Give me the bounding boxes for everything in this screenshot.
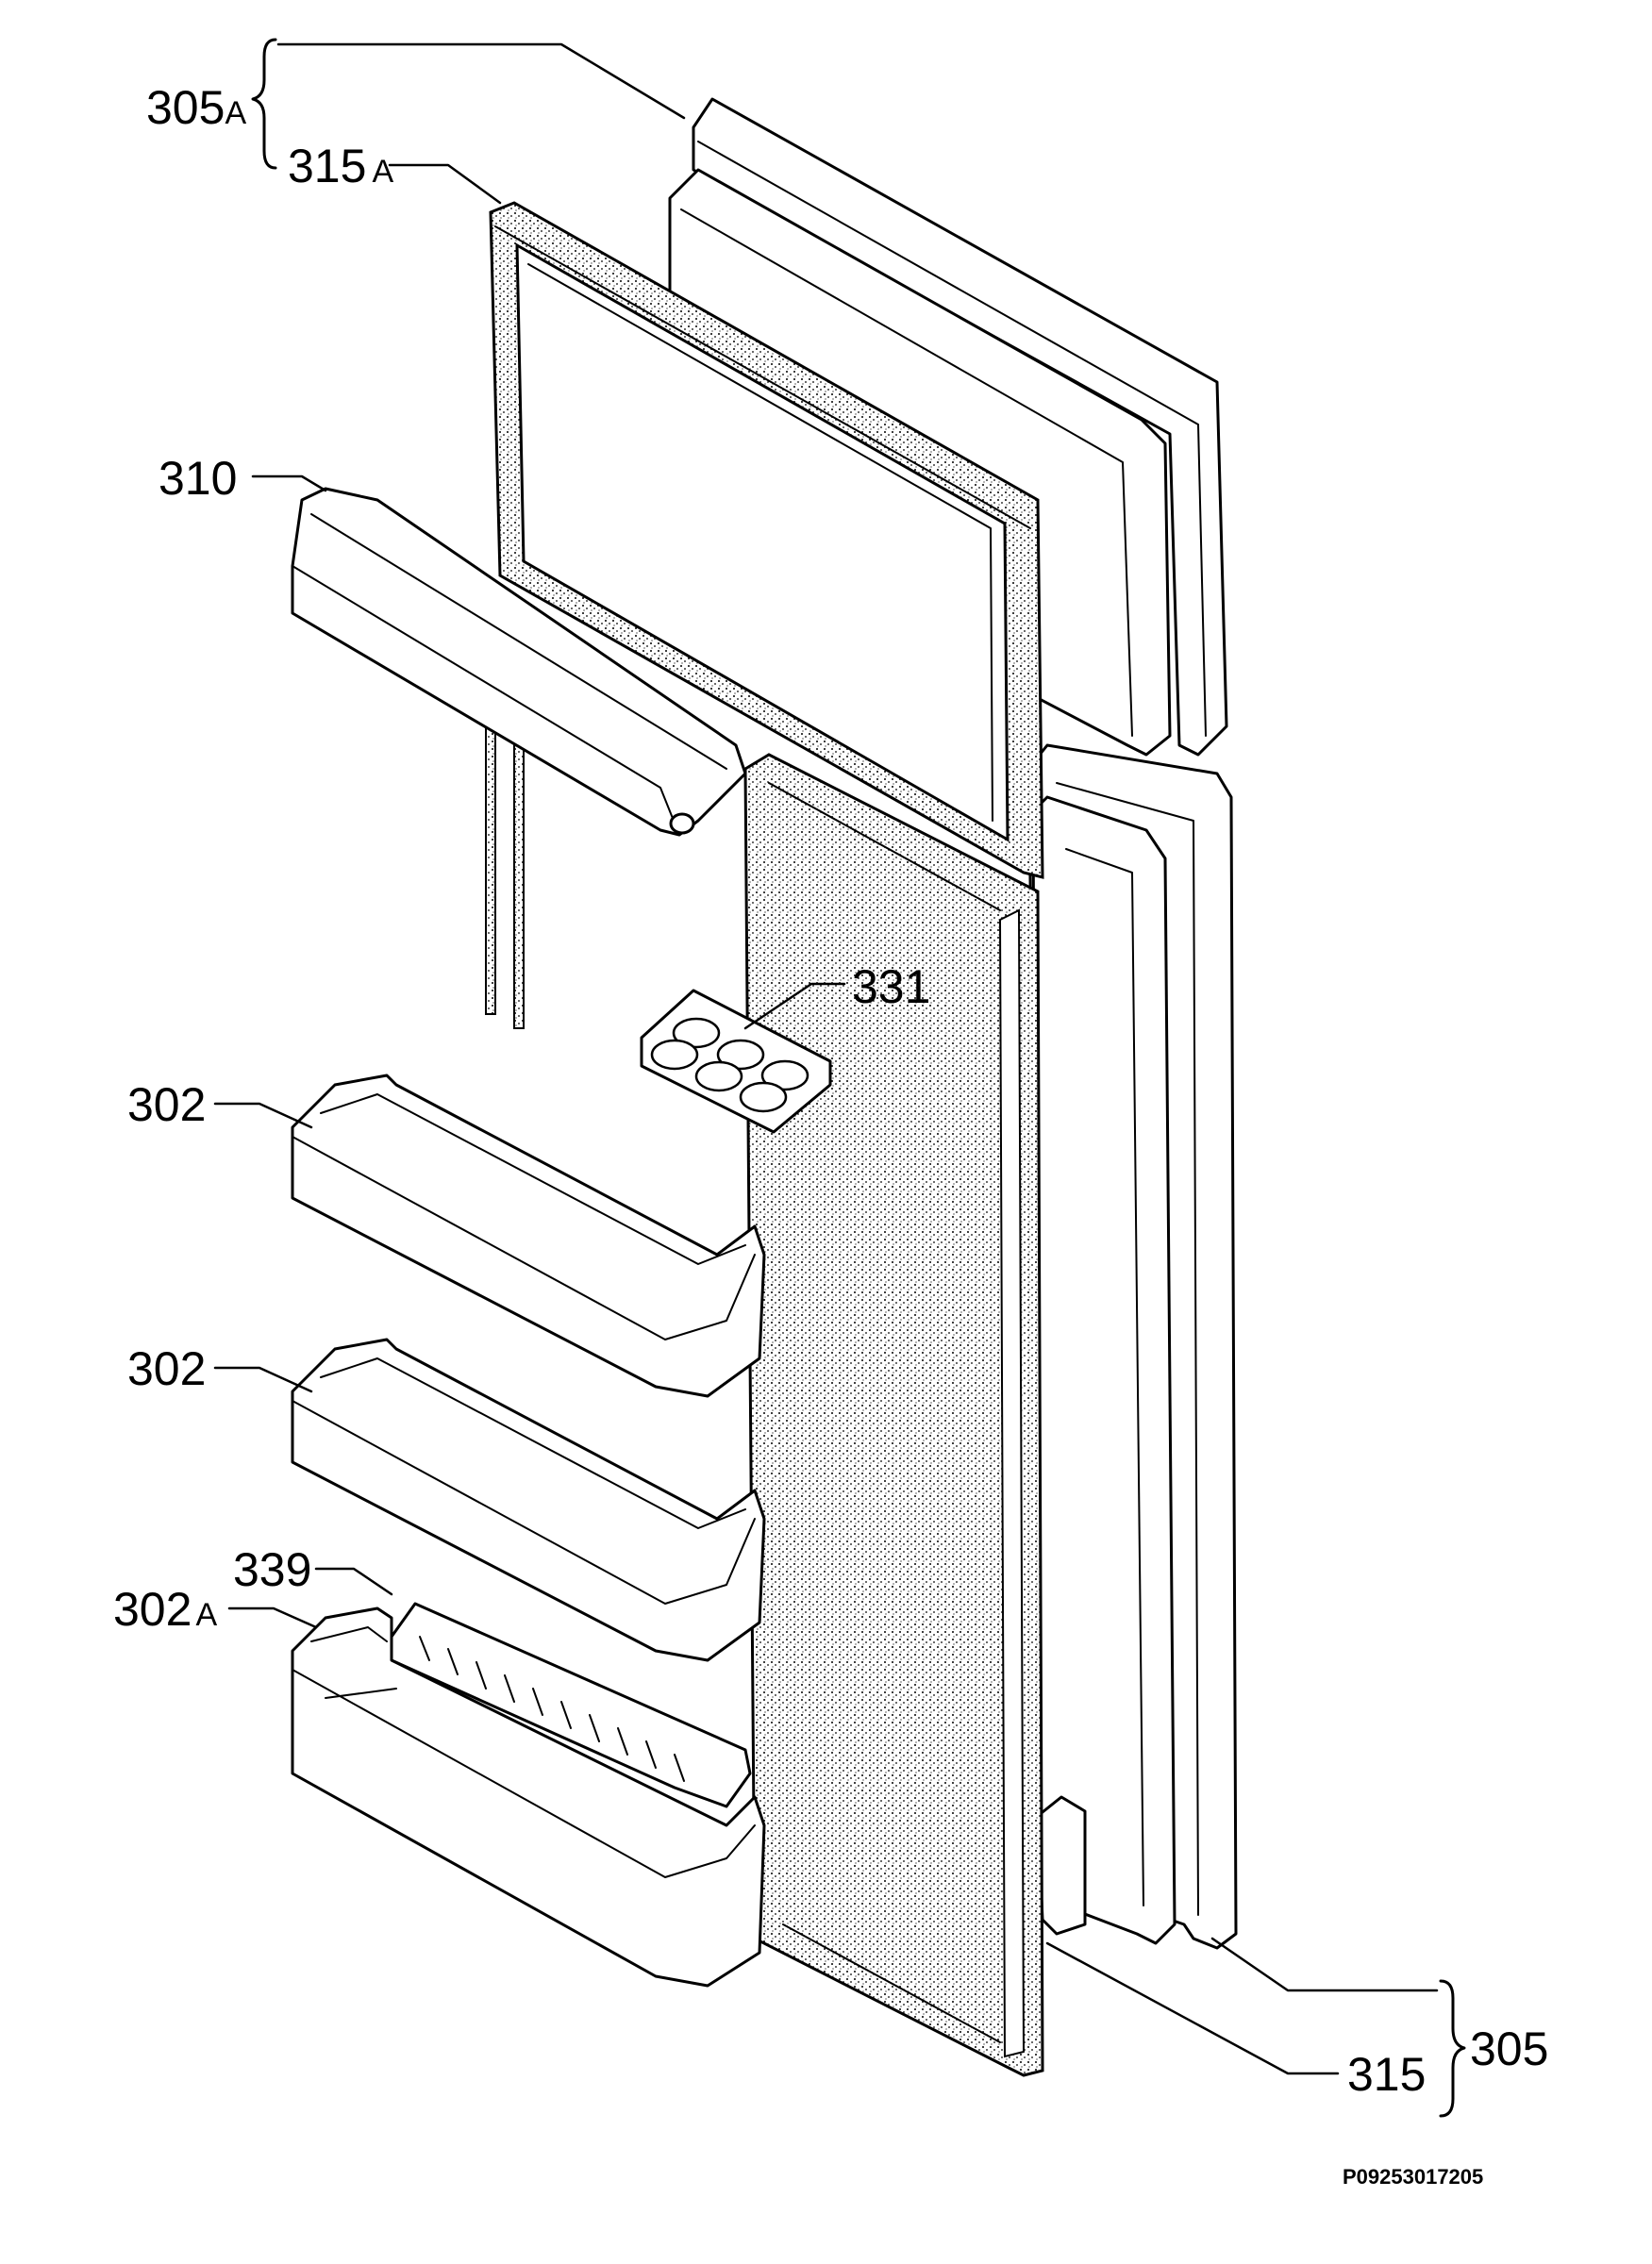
egg-tray [640,989,832,1134]
callout-339: 339 [233,1543,311,1596]
callout-315: 315 [1347,2048,1426,2101]
callout-302-top: 302 [127,1078,206,1131]
door-shelf-top [291,1074,766,1398]
drawing-reference-code: P09253017205 [1343,2165,1483,2189]
leader-lines [213,38,1466,2118]
fridge-door [763,743,1238,2006]
door-handle-cover [291,487,747,837]
door-shelf-middle [291,1338,766,1662]
bottle-retainer [390,1602,752,1808]
bottle-shelf [291,1606,766,1988]
callout-302-middle: 302 [127,1342,206,1395]
freezer-door-gasket [489,201,1044,879]
callout-310: 310 [159,452,237,505]
callout-331: 331 [852,960,930,1013]
callout-305: 305 [1470,2023,1548,2075]
callout-305a: 305A [146,81,246,134]
